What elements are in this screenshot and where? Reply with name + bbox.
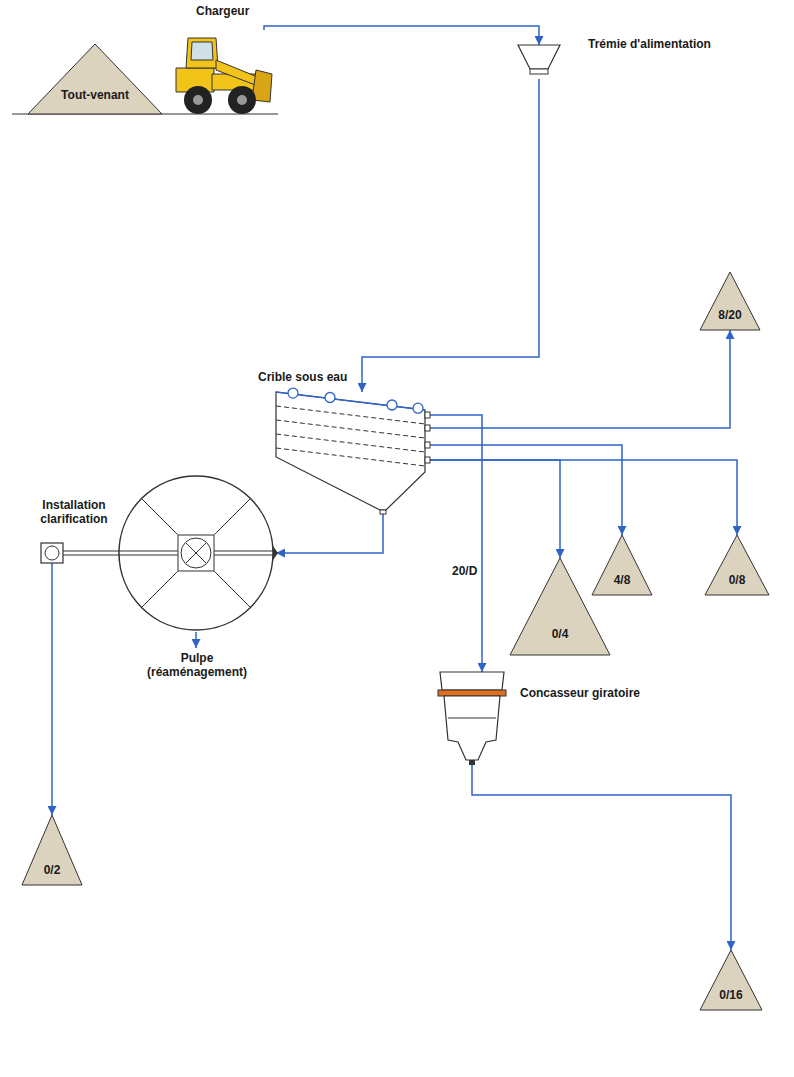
pump-wheel (45, 546, 59, 560)
clarifier-bridge (63, 555, 273, 556)
spray-nozzle (288, 388, 298, 398)
clarifier-well (181, 538, 211, 568)
spray-nozzle (413, 403, 423, 413)
clarifier-center (178, 535, 214, 571)
stockpile: 0/16 (700, 950, 762, 1010)
pile-label: Tout-venant (61, 88, 129, 102)
flow-arrow (430, 460, 737, 535)
clarifier-tank (119, 476, 273, 630)
crusher-body (444, 696, 500, 760)
pile-triangle (22, 815, 82, 885)
pile-triangle (28, 44, 162, 114)
loader-cab (186, 38, 218, 68)
pile-triangle (700, 950, 762, 1010)
spray-nozzle (387, 400, 397, 410)
pile-triangle (510, 558, 610, 655)
stockpile: 0/2 (22, 815, 82, 885)
flow-arrow (276, 514, 383, 553)
clarifier-spoke (214, 499, 250, 535)
spray-nozzle (325, 393, 335, 403)
loader-wheel (228, 86, 256, 114)
clarifier-cross (186, 543, 206, 563)
pile-triangle (700, 272, 760, 330)
clarifier-bridge (63, 551, 273, 552)
clarifier-outline (36, 474, 276, 632)
screen-outlet (425, 425, 430, 431)
pile-label: 0/2 (44, 863, 61, 877)
loader-wheel (184, 86, 212, 114)
machine-label: Trémie d'alimentation (588, 37, 711, 51)
loader-hub (237, 95, 247, 105)
pulp-arrow (195, 632, 197, 648)
stockpile-outline (28, 44, 162, 114)
flow-label: 20/D (450, 564, 479, 578)
screen-outlet (425, 457, 430, 463)
stockpile: 4/8 (592, 535, 652, 595)
clarifier-spoke (214, 571, 250, 607)
flow-arrow (430, 445, 622, 535)
flow-arrow (472, 765, 731, 950)
pile-label: 8/20 (718, 308, 741, 322)
hopper-body (518, 45, 560, 69)
machine-label: Crible sous eau (258, 370, 347, 384)
pump-box (41, 543, 63, 563)
gyratory-crusher-outline (438, 672, 506, 765)
loader-machine: Chargeur (172, 30, 272, 114)
pile-label: 0/16 (719, 988, 742, 1002)
clarifier-spoke (142, 499, 178, 535)
pile-triangle (705, 535, 769, 595)
stockpile: 8/20 (700, 272, 760, 330)
machine-label: Chargeur (196, 4, 249, 18)
feed-hopper-outline (518, 45, 560, 79)
wet-screen: Crible sous eau (270, 392, 430, 514)
screen-drain (380, 510, 386, 514)
crusher-outlet (469, 760, 475, 765)
stockpile: Tout-venant (28, 44, 162, 114)
flow-arrow (430, 460, 560, 558)
wet-screen-outline (270, 392, 430, 514)
screen-deck (276, 406, 425, 424)
stockpile: 0/8 (705, 535, 769, 595)
loader-machine-outline (172, 30, 272, 114)
screen-deck (276, 434, 425, 452)
loader-arm (216, 60, 260, 86)
crusher-hopper (440, 672, 504, 690)
gyratory-crusher: Concasseur giratoire (438, 672, 506, 765)
clarifier-spoke (142, 571, 178, 607)
pile-label: 0/4 (552, 627, 569, 641)
machine-label: Installation clarification (30, 498, 118, 527)
hopper-feeder (530, 69, 548, 74)
loader-window (191, 42, 213, 60)
loader-hub (193, 95, 203, 105)
pile-label: 0/8 (729, 573, 746, 587)
feed-hopper: Trémie d'alimentation (518, 45, 560, 79)
flow-arrow (362, 79, 539, 392)
note-label: Pulpe (réaménagement) (142, 651, 252, 680)
flow-arrow (430, 415, 482, 672)
flow-arrow (264, 26, 539, 45)
screen-outlet (425, 442, 430, 448)
flow-arrow (430, 330, 730, 428)
pile-label: 4/8 (614, 573, 631, 587)
clarifier-inlet (273, 546, 278, 560)
machine-label: Concasseur giratoire (520, 686, 640, 700)
screen-outlet (425, 412, 430, 418)
outlet-stub (51, 563, 53, 632)
crusher-band (438, 690, 506, 696)
pile-triangle (592, 535, 652, 595)
crusher-seam (448, 718, 496, 719)
screen-deck (276, 448, 425, 466)
screen-deck (276, 420, 425, 438)
stockpile: 0/4 (510, 558, 610, 655)
screen-body (276, 392, 425, 510)
flow-arrow (51, 632, 53, 815)
clarifier: Installation clarification (36, 474, 276, 632)
